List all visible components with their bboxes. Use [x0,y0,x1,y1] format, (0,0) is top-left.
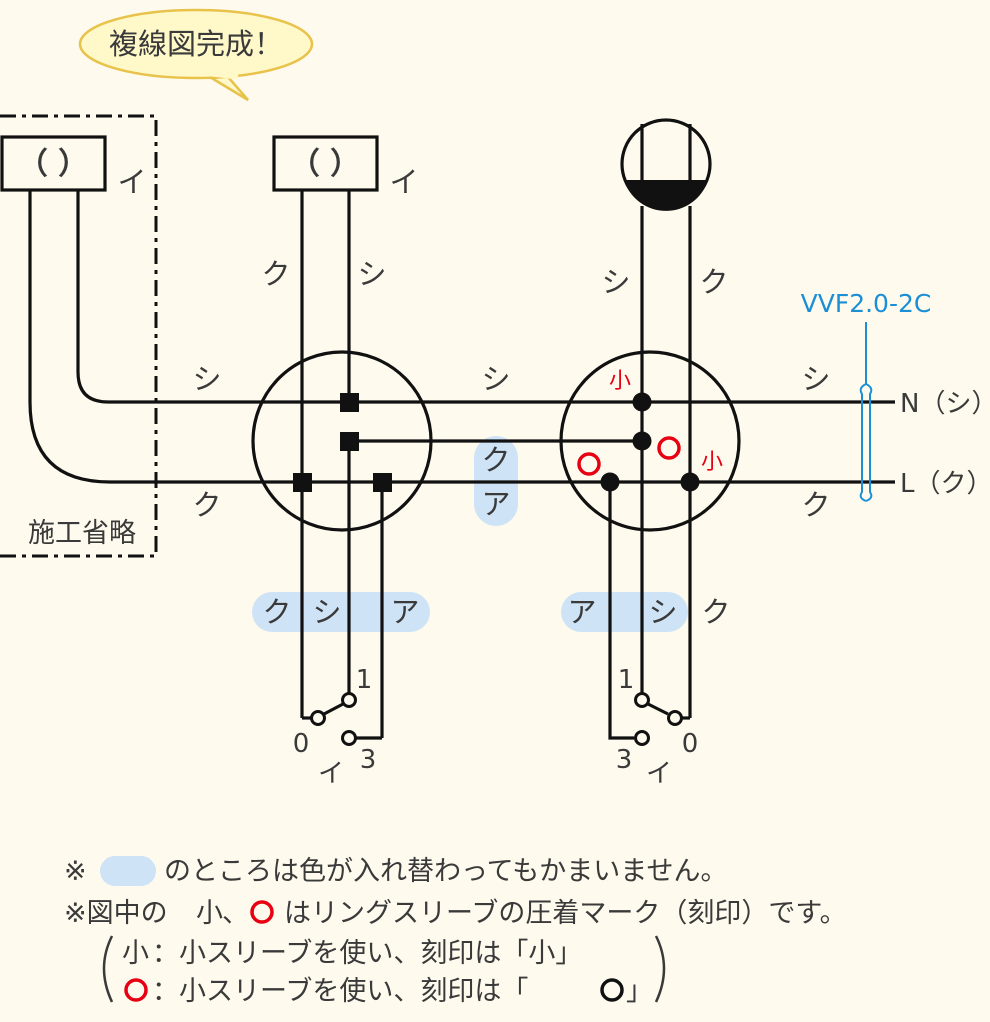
connector-dot [632,392,652,412]
feeder-cable: VVF2.0-2C N（シ） L（ク） [801,289,990,502]
note4-ring-mark [124,978,148,1002]
switch-lever [323,702,344,716]
left-switch-color-3: ア [390,595,419,629]
center-ku-label: ク [261,257,290,291]
note2-small-mark: 小 [196,898,223,929]
left-device-paren: （ ） [18,147,88,182]
connector-dot [632,431,652,451]
center-shi-label: シ [357,257,386,291]
feed-ku-label: ク [801,488,830,522]
connector-square [340,393,359,412]
switch-label-i: イ [318,759,344,789]
switch-label-3: 3 [616,745,633,775]
switch-label-1: 1 [356,665,373,695]
left-device-box [0,135,107,192]
bubble-joint [211,71,239,80]
ring-mark-circle [577,452,601,476]
left-box-i-label: イ [117,165,146,199]
light-fill [624,180,708,211]
light-ku-label: ク [699,265,728,299]
left-switch-color-2: シ [312,595,341,629]
switch-lever [647,702,669,716]
connector-square [293,473,312,492]
note2-prefix: ※図中の [64,898,168,929]
switch-terminal-1 [341,692,357,708]
right-switch-color-1: ア [567,595,596,629]
right-three-way-switch: 1 0 3 イ [616,665,699,789]
connector-dot [680,472,700,492]
close-paren [654,935,666,1003]
ring-mark-small: 小 [609,369,631,394]
neutral-label: N（シ） [900,389,990,419]
ceiling-light-icon [620,118,712,211]
left-switch-color-1: ク [262,595,291,629]
center-device-paren: （ ） [290,147,360,182]
switch-label-3: 3 [360,745,377,775]
note2-text: はリングスリーブの圧着マーク（刻印）です。 [284,898,847,929]
light-shi-label: シ [601,265,630,299]
switch-label-0: 0 [293,729,310,759]
left-switch-color-highlight [252,592,430,632]
feed-shi-label: シ [801,362,830,396]
note4-black-ring-mark [600,978,624,1002]
note1-text: のところは色が入れ替わってもかまいません。 [164,856,728,887]
left-shi-label: シ [192,362,221,396]
line-wire [28,190,895,484]
switch-terminal-0 [310,710,326,726]
right-junction-box [559,350,741,532]
switch-terminal-3 [341,730,357,746]
speech-bubble: 複線図完成！ [78,8,314,102]
switch-terminal-3 [634,730,650,746]
mid-shi-label: シ [481,362,510,396]
omitted-label-bg [14,514,148,550]
switch-terminal-0 [667,710,683,726]
left-junction-box [251,350,433,532]
cable-name: VVF2.0-2C [801,289,932,318]
notes: ※ のところは色が入れ替わってもかまいません。 ※図中の 小 、 はリングスリー… [64,856,847,1007]
mid-a-label: ア [481,487,510,521]
note-highlight-swatch [100,856,156,886]
note4-text-b: 」 [626,976,653,1007]
wires [28,190,895,740]
center-box-i-label: イ [389,165,418,199]
neutral-wire [76,190,895,404]
ring-mark-circle [657,436,681,460]
center-device-box [272,135,379,192]
open-paren [102,935,114,1003]
switch-label-0: 0 [682,729,699,759]
right-switch-color-2: シ [648,595,677,629]
note3-small-mark: 小 [122,938,149,969]
note4-text-a: ：小スリーブを使い、刻印は「 [152,976,528,1007]
note3-text: ：小スリーブを使い、刻印は「小」 [152,938,582,969]
line-label: L（ク） [900,469,990,499]
mid-ku-label: ク [481,443,510,477]
bubble-text: 複線図完成！ [109,27,283,61]
note2-separator: 、 [222,898,249,929]
switch-label-i: イ [646,759,672,789]
omitted-label: 施工省略 [28,518,136,549]
right-switch-color-highlight [561,592,688,632]
switch-label-1: 1 [618,665,635,695]
switch-terminal-1 [634,692,650,708]
connector-square [340,432,359,451]
left-ku-label: ク [192,488,221,522]
connector-square [373,473,392,492]
note2-ring-mark [250,900,274,924]
cable-bracket [859,383,867,502]
ring-mark-small: 小 [701,450,723,475]
left-three-way-switch: 1 0 3 イ [293,665,377,789]
omitted-area-frame [0,114,158,558]
connector-dot [600,472,620,492]
note1-prefix: ※ [64,856,87,887]
right-switch-wire-3 [608,482,634,740]
right-switch-color-3: ク [701,595,730,629]
cable-bracket [865,383,873,502]
bubble-body [78,8,314,80]
